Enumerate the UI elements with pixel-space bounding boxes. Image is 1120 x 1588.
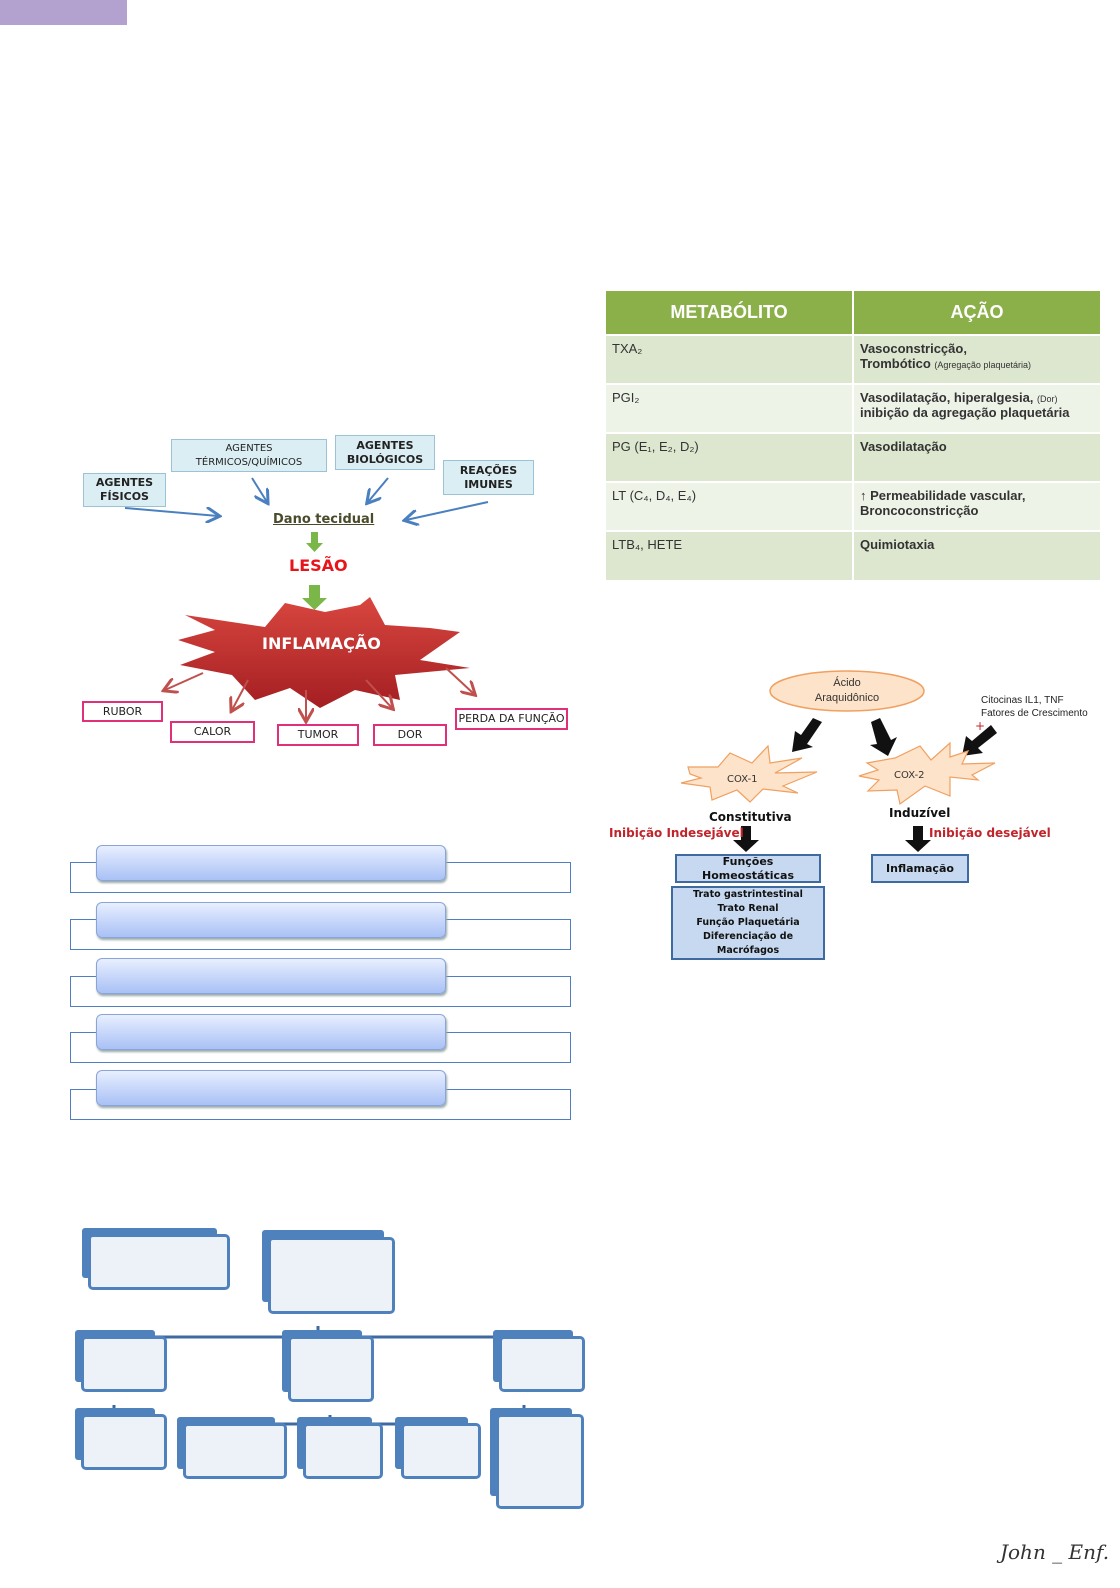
- stimulus-item: Fatores de Crescimento: [981, 708, 1088, 719]
- agent-biological: AGENTES BIOLÓGICOS: [335, 435, 435, 470]
- table-row: LT (C₄, D₄, E₄)↑ Permeabilidade vascular…: [606, 481, 1102, 531]
- metabolite-cell: LT (C₄, D₄, E₄): [606, 481, 854, 531]
- action-text: Vasodilatação, hiperalgesia,: [860, 390, 1034, 405]
- metabolite-cell: LTB₄, HETE: [606, 530, 854, 580]
- detail-item: Trato gastrintestinal: [693, 889, 803, 900]
- action-text: Broncoconstricção: [860, 503, 979, 518]
- lesion-label: LESÃO: [289, 556, 348, 575]
- cox2-type: Induzível: [889, 806, 951, 820]
- agent-arrows: [124, 477, 489, 520]
- action-note: (Dor): [1037, 394, 1058, 404]
- sign-loss-of-function: PERDA DA FUNÇÃO: [455, 708, 568, 730]
- sign-rubor: RUBOR: [82, 701, 163, 722]
- list-row-pill: [96, 845, 446, 881]
- metabolite-cell: PG (E₁, E₂, D₂): [606, 432, 854, 482]
- agent-thermal-chemical: AGENTES TÉRMICOS/QUÍMICOS: [171, 439, 327, 472]
- cox1-starburst: [680, 744, 818, 803]
- cox1-label: COX-1: [727, 774, 758, 785]
- list-row-pill: [96, 1070, 446, 1106]
- signature: John _ Enf.: [1000, 1540, 1110, 1564]
- cox2-starburst: [858, 741, 996, 806]
- arachidonic-acid-label: Ácido Araquidônico: [814, 677, 880, 704]
- homeostatic-functions-box: Funções Homeostáticas: [675, 854, 821, 883]
- sign-dor: DOR: [373, 724, 447, 746]
- sign-tumor: TUMOR: [277, 724, 359, 746]
- action-text: inibição da agregação plaquetária: [860, 405, 1070, 420]
- header-color-tab: [0, 0, 127, 25]
- inflammation-starburst: [178, 597, 470, 708]
- black-arrows: [733, 718, 997, 852]
- table-row: PG (E₁, E₂, D₂)Vasodilatação: [606, 432, 1102, 482]
- detail-item: Trato Renal: [717, 903, 779, 914]
- header-metabolite: METABÓLITO: [606, 291, 854, 335]
- inflammation-diagram-graphics: [124, 477, 489, 760]
- cox2-inhibition: Inibição desejável: [929, 826, 1051, 840]
- action-cell: Vasodilatação: [853, 432, 1102, 482]
- action-text: Vasoconstricção,: [860, 341, 967, 356]
- cox1-inhibition: Inibição Indesejável: [609, 826, 744, 840]
- cox1-type: Constitutiva: [709, 810, 792, 824]
- homeostatic-details-box: Trato gastrintestinal Trato Renal Função…: [671, 886, 825, 960]
- action-note: (Agregação plaquetária): [934, 360, 1031, 370]
- stimuli-label: Citocinas IL1, TNF Fatores de Crescimento: [981, 694, 1088, 720]
- detail-item: Função Plaquetária: [696, 917, 800, 928]
- action-cell: Quimiotaxia: [853, 530, 1102, 580]
- sign-calor: CALOR: [170, 721, 255, 743]
- inflammation-box: Inflamação: [871, 854, 969, 883]
- inflammation-label: INFLAMAÇÃO: [262, 634, 381, 653]
- sign-arrows: [165, 667, 474, 720]
- plus-sign: +: [975, 719, 985, 733]
- action-cell: ↑ Permeabilidade vascular,Broncoconstric…: [853, 481, 1102, 531]
- list-row-pill: [96, 1014, 446, 1050]
- action-text: ↑ Permeabilidade vascular,: [860, 488, 1026, 503]
- action-cell: Vasodilatação, hiperalgesia, (Dor)inibiç…: [853, 383, 1102, 433]
- cox-diagram-graphics: +: [680, 670, 997, 852]
- cox2-label: COX-2: [894, 770, 925, 781]
- agent-immune: REAÇÕES IMUNES: [443, 460, 534, 495]
- tissue-damage-label: Dano tecidual: [273, 512, 375, 527]
- metabolite-cell: TXA₂: [606, 334, 854, 384]
- green-arrows: [302, 532, 327, 610]
- action-text: Trombótico: [860, 356, 931, 371]
- list-row-pill: [96, 958, 446, 994]
- stimulus-item: Citocinas IL1, TNF: [981, 695, 1064, 706]
- metabolite-cell: PGI₂: [606, 383, 854, 433]
- list-row-pill: [96, 902, 446, 938]
- agent-physical: AGENTES FÍSICOS: [83, 473, 166, 507]
- arachidonic-acid-ellipse: [769, 670, 925, 712]
- detail-item: Diferenciação de Macrófagos: [702, 931, 794, 956]
- action-cell: Vasoconstricção,Trombótico (Agregação pl…: [853, 334, 1102, 384]
- header-action: AÇÃO: [853, 291, 1102, 335]
